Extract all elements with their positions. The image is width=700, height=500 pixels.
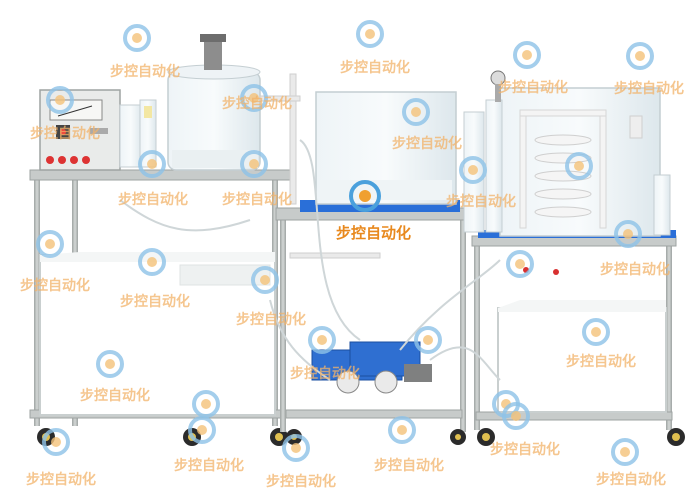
watermark-text: 步控自动化 <box>490 441 560 458</box>
watermark-text: 步控自动化 <box>110 63 180 80</box>
watermark-text: 步控自动化 <box>600 261 670 278</box>
watermark-text: 步控自动化 <box>222 95 292 112</box>
watermark-text: 步控自动化 <box>614 80 684 97</box>
watermark-text: 步控自动化 <box>290 365 360 382</box>
watermark-logo <box>414 326 442 354</box>
watermark-logo <box>192 390 220 418</box>
watermark-text: 步控自动化 <box>392 135 462 152</box>
watermark-logo <box>502 402 530 430</box>
watermark-logo <box>240 150 268 178</box>
watermark-text: 步控自动化 <box>446 193 516 210</box>
watermark-logo <box>513 41 541 69</box>
control-box <box>39 89 121 171</box>
watermark-text: 步控自动化 <box>596 471 666 488</box>
watermark-logo <box>46 86 74 114</box>
watermark-logo <box>626 42 654 70</box>
watermark-logo <box>138 150 166 178</box>
watermark-logo <box>506 250 534 278</box>
watermark-logo-center <box>349 180 381 212</box>
right-cart <box>463 70 685 446</box>
watermark-text: 步控自动化 <box>566 353 636 370</box>
watermark-text: 步控自动化 <box>336 224 411 242</box>
watermark-text: 步控自动化 <box>340 59 410 76</box>
watermark-logo <box>388 416 416 444</box>
watermark-text: 步控自动化 <box>80 387 150 404</box>
watermark-logo <box>565 152 593 180</box>
middle-cart <box>259 73 469 445</box>
watermark-logo <box>138 248 166 276</box>
watermark-logo <box>123 24 151 52</box>
left-cylinder-tank <box>167 34 261 171</box>
watermark-logo <box>251 266 279 294</box>
watermark-logo <box>240 84 268 112</box>
watermark-text: 步控自动化 <box>236 311 306 328</box>
left-cart <box>29 34 293 446</box>
watermark-text: 步控自动化 <box>222 191 292 208</box>
watermark-text: 步控自动化 <box>26 471 96 488</box>
watermark-logo <box>42 428 70 456</box>
watermark-logo <box>356 20 384 48</box>
watermark-text: 步控自动化 <box>20 277 90 294</box>
watermark-logo <box>459 156 487 184</box>
hoses <box>119 139 501 381</box>
left-cart-wheels <box>37 428 288 446</box>
watermark-logo <box>611 438 639 466</box>
watermark-logo <box>36 230 64 258</box>
watermark-logo <box>308 326 336 354</box>
watermark-logo <box>614 220 642 248</box>
watermark-text: 步控自动化 <box>498 79 568 96</box>
watermark-logo <box>402 98 430 126</box>
watermark-logo <box>582 318 610 346</box>
watermark-logo <box>282 434 310 462</box>
watermark-text: 步控自动化 <box>30 125 100 142</box>
peristaltic-pumps <box>311 341 432 394</box>
watermark-text: 步控自动化 <box>266 473 336 490</box>
watermark-text: 步控自动化 <box>118 191 188 208</box>
watermark-layer: 步控自动化 步控自动化 步控自动化 步控自动化 步控自动化 步控自动化 <box>20 20 684 490</box>
middle-acrylic-tank <box>315 91 457 205</box>
watermark-logo <box>96 350 124 378</box>
left-white-tank <box>39 252 276 416</box>
watermark-logo <box>188 416 216 444</box>
watermark-text: 步控自动化 <box>374 457 444 474</box>
watermark-text: 步控自动化 <box>174 457 244 474</box>
right-white-tank <box>497 300 667 413</box>
watermark-text: 步控自动化 <box>120 293 190 310</box>
